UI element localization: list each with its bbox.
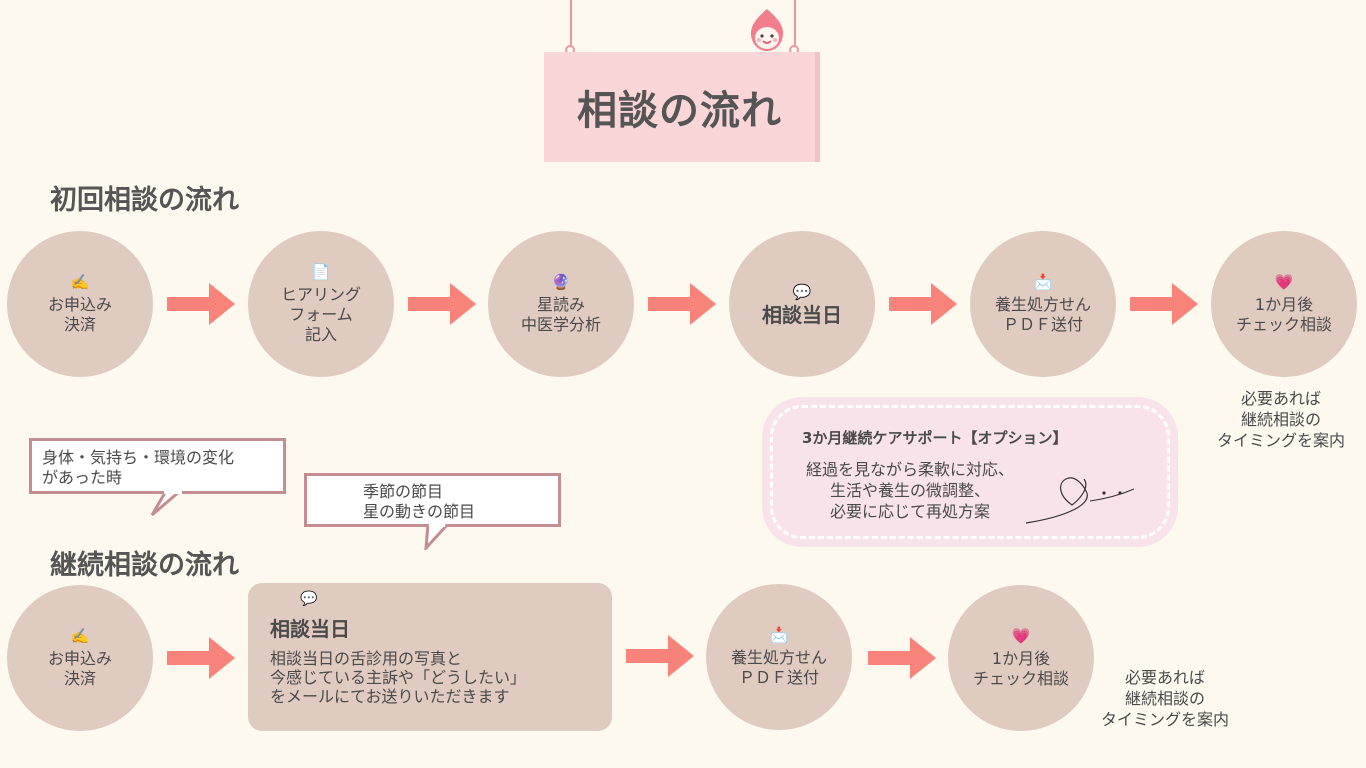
step-label: 1か月後 チェック相談 xyxy=(1235,295,1332,334)
initial-followup-note: 必要あれば 継続相談の タイミングを案内 xyxy=(1216,389,1345,450)
mascot-face-icon xyxy=(750,9,784,51)
consultation-day-body: 相談当日の舌診用の写真と 今感じている主訴や「どうしたい」 をメールにてお送りい… xyxy=(270,649,527,706)
speech-bubble-icon: 💬 xyxy=(792,283,812,301)
bubble-tail xyxy=(150,491,182,517)
speech-bubble-icon: 💬 xyxy=(300,591,318,607)
arrow-right-icon xyxy=(889,283,957,325)
step-label: 1か月後 チェック相談 xyxy=(972,649,1069,688)
sign-string-left xyxy=(570,0,572,48)
continuation-followup-note: 必要あれば 継続相談の タイミングを案内 xyxy=(1100,668,1229,729)
continuation-flow-heading: 継続相談の流れ xyxy=(50,550,239,581)
bubble-tail xyxy=(424,524,450,550)
trigger-season-bubble: 季節の節目 星の動きの節目 xyxy=(304,473,561,527)
arrow-right-icon xyxy=(868,637,936,679)
step-label: ヒアリング フォーム 記入 xyxy=(280,285,361,344)
sign-string-right xyxy=(794,0,796,48)
consultation-day-title: 相談当日 xyxy=(270,617,350,641)
arrow-right-icon xyxy=(408,283,476,325)
step-label: お申込み 決済 xyxy=(47,295,112,334)
step-label: 養生処方せん ＰＤＦ送付 xyxy=(730,648,827,687)
heart-doodle-icon xyxy=(1025,477,1135,524)
initial-flow-heading: 初回相談の流れ xyxy=(50,185,239,216)
initial-step-analysis: 🔮 星読み 中医学分析 xyxy=(488,231,634,377)
heart-hand-icon: 💗 xyxy=(1274,273,1294,291)
initial-step-hearing-form: 📄 ヒアリング フォーム 記入 xyxy=(248,231,394,377)
trigger-change-bubble: 身体・気持ち・環境の変化 があった時 xyxy=(29,438,286,494)
envelope-icon: 📩 xyxy=(769,626,789,644)
continuation-step-checkup: 💗 1か月後 チェック相談 xyxy=(948,585,1094,731)
crystal-ball-icon: 🔮 xyxy=(551,273,571,291)
continuation-step-application: ✍️ お申込み 決済 xyxy=(7,585,153,731)
continuation-consultation-day-box: 💬 相談当日 相談当日の舌診用の写真と 今感じている主訴や「どうしたい」 をメー… xyxy=(248,583,612,731)
title-sign: 相談の流れ xyxy=(544,52,820,162)
arrow-right-icon xyxy=(626,635,694,677)
step-label: 星読み 中医学分析 xyxy=(520,295,601,334)
document-icon: 📄 xyxy=(311,263,331,281)
arrow-right-icon xyxy=(648,283,716,325)
envelope-icon: 📩 xyxy=(1033,273,1053,291)
initial-step-pdf: 📩 養生処方せん ＰＤＦ送付 xyxy=(970,231,1116,377)
initial-step-application: ✍️ お申込み 決済 xyxy=(7,231,153,377)
continuation-step-pdf: 📩 養生処方せん ＰＤＦ送付 xyxy=(706,584,852,730)
arrow-right-icon xyxy=(167,283,235,325)
step-label: 養生処方せん ＰＤＦ送付 xyxy=(994,295,1091,334)
option-title: 3か月継続ケアサポート【オプション】 xyxy=(802,429,1068,447)
initial-step-consultation-day: 💬 相談当日 xyxy=(729,231,875,377)
arrow-right-icon xyxy=(167,637,235,679)
step-label: 相談当日 xyxy=(762,303,842,327)
writing-hand-icon: ✍️ xyxy=(70,273,90,291)
initial-step-checkup: 💗 1か月後 チェック相談 xyxy=(1211,231,1357,377)
heart-hand-icon: 💗 xyxy=(1011,627,1031,645)
option-dashed-border xyxy=(770,405,1170,539)
step-label: お申込み 決済 xyxy=(47,649,112,688)
arrow-right-icon xyxy=(1130,283,1198,325)
option-care-support-box: 3か月継続ケアサポート【オプション】 経過を見ながら柔軟に対応、 生活や養生の微… xyxy=(762,397,1178,547)
page-title: 相談の流れ xyxy=(577,88,782,134)
writing-hand-icon: ✍️ xyxy=(70,627,90,645)
option-body: 経過を見ながら柔軟に対応、 生活や養生の微調整、 必要に応じて再処方案 xyxy=(805,460,1014,521)
